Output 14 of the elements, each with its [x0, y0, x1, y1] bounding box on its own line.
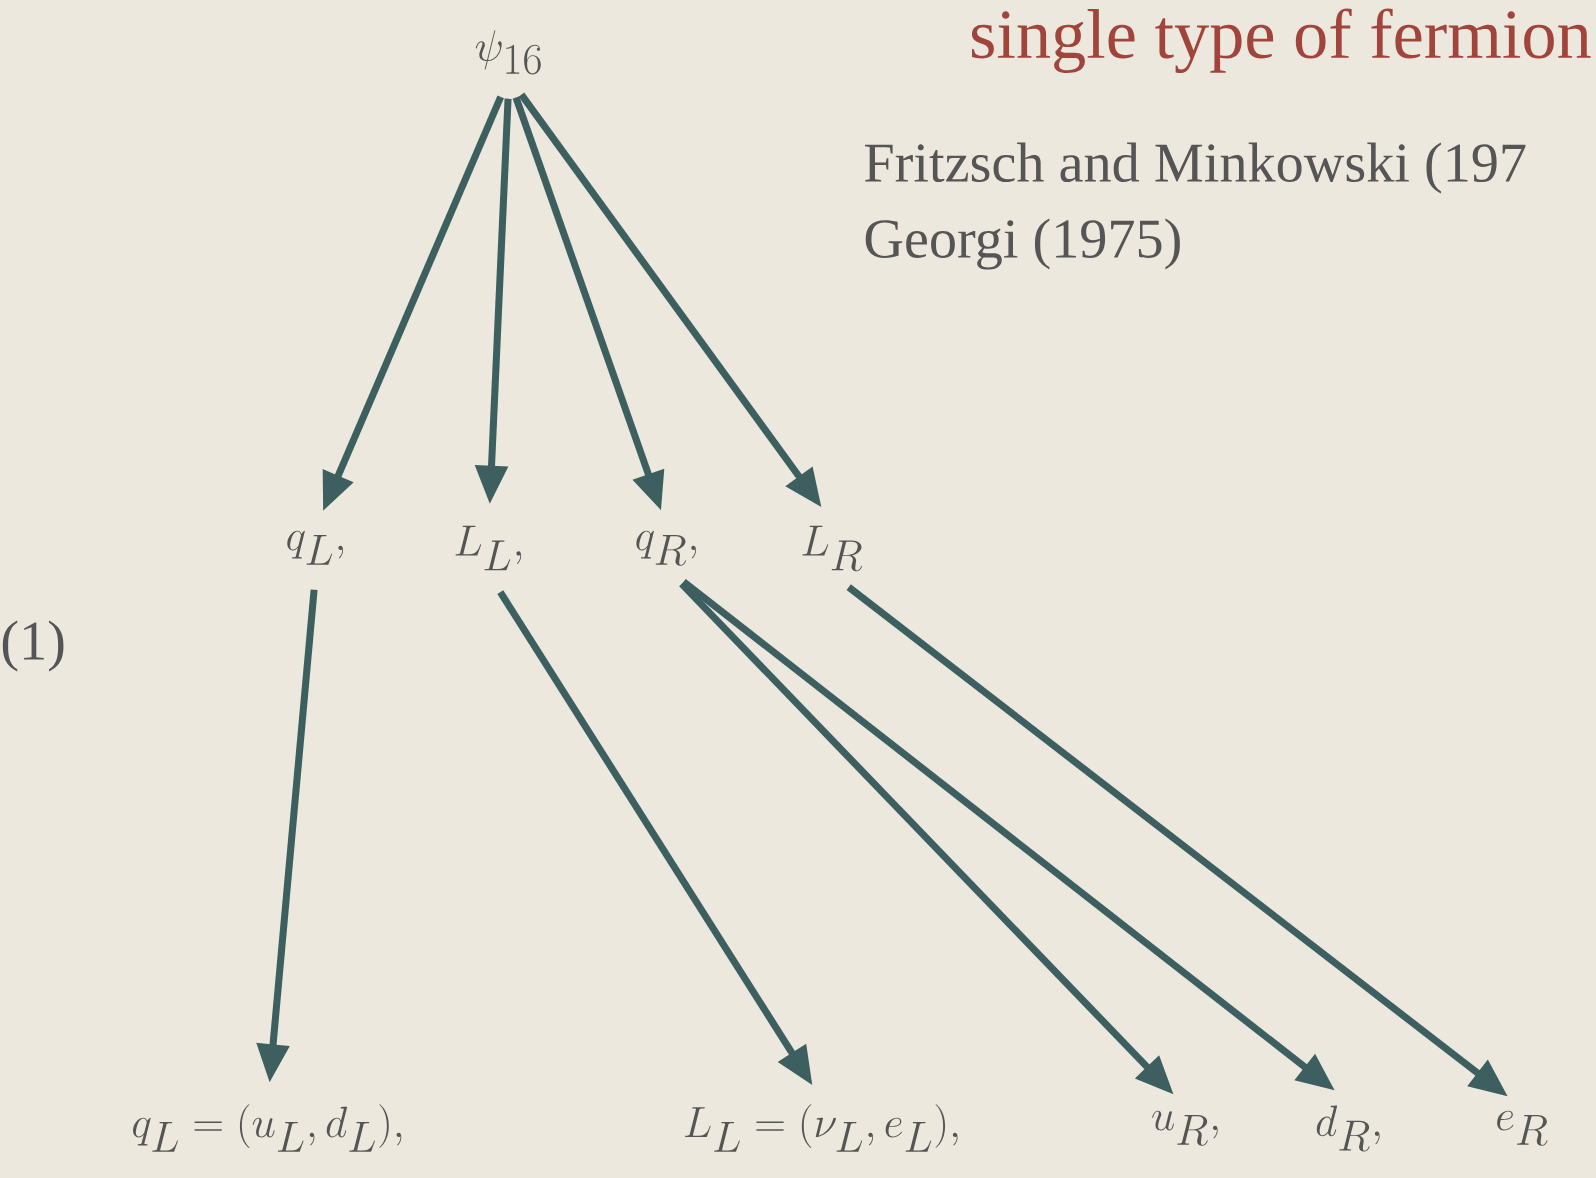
- citation-text: Fritzsch and Minkowski (197: [865, 142, 1526, 194]
- math-term: $L_R$: [802, 525, 862, 572]
- citation-text: Georgi (1975): [865, 218, 1180, 270]
- math-term: $\psi_{16}$: [475, 30, 541, 75]
- title: single type of fermion: [971, 8, 1591, 73]
- math-term: $q_R,$: [636, 530, 696, 566]
- math-term: $e_R$: [1497, 1110, 1548, 1146]
- math-term: $q_L = (u_L, d_L),$: [133, 1104, 402, 1152]
- math-term: $q_L,$: [287, 530, 344, 565]
- math-term: $d_R,$: [1316, 1105, 1380, 1152]
- math-term: $u_R,$: [1152, 1110, 1218, 1146]
- math-term: $L_L = (\nu_L, e_L),$: [685, 1104, 958, 1152]
- math-term: $L_L,$: [455, 525, 522, 571]
- citation-text: (1): [2, 620, 64, 672]
